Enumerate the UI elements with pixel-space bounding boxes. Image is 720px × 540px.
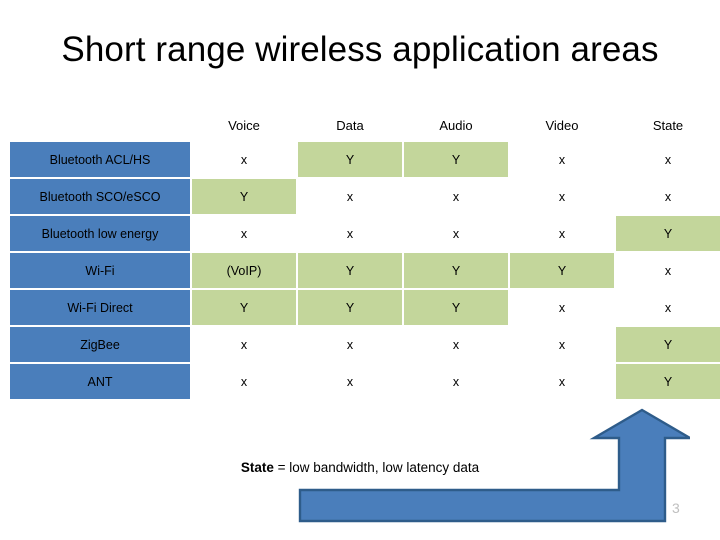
row-label-wi-fi: Wi-Fi	[10, 253, 190, 288]
cell-audio: Y	[404, 142, 508, 177]
table-corner-header	[10, 110, 190, 140]
cell-state: x	[616, 179, 720, 214]
cell-data: Y	[298, 290, 402, 325]
row-label-bluetooth-low-energy: Bluetooth low energy	[10, 216, 190, 251]
cell-voice: Y	[192, 290, 296, 325]
column-header-data: Data	[336, 117, 364, 133]
cell-data: Y	[298, 142, 402, 177]
cell-voice: x	[192, 364, 296, 399]
cell-state: x	[616, 142, 720, 177]
footnote-term: State	[240, 460, 274, 475]
table-header: Voice Data Audio Video State	[10, 110, 720, 140]
column-header-state: State	[652, 117, 684, 133]
cell-audio: x	[404, 327, 508, 362]
cell-data: x	[298, 327, 402, 362]
cell-video: x	[510, 142, 614, 177]
column-header-audio: Audio	[439, 117, 473, 133]
cell-data: x	[298, 179, 402, 214]
cell-audio: x	[404, 179, 508, 214]
row-label-bluetooth-sco-esco: Bluetooth SCO/eSCO	[10, 179, 190, 214]
cell-state: Y	[616, 364, 720, 399]
cell-voice: x	[192, 327, 296, 362]
cell-data: x	[298, 216, 402, 251]
footnote-definition: = low bandwidth, low latency data	[273, 460, 480, 475]
cell-video: x	[510, 364, 614, 399]
page-title: Short range wireless application areas	[61, 30, 659, 69]
cell-video: x	[510, 290, 614, 325]
cell-data: x	[298, 364, 402, 399]
cell-video: x	[510, 327, 614, 362]
cell-state: Y	[616, 327, 720, 362]
cell-voice: (VoIP)	[192, 253, 296, 288]
cell-video: x	[510, 179, 614, 214]
cell-state: Y	[616, 216, 720, 251]
row-label-wi-fi-direct: Wi-Fi Direct	[10, 290, 190, 325]
cell-state: x	[616, 290, 720, 325]
cell-video: x	[510, 216, 614, 251]
page-number: 3	[672, 500, 680, 516]
cell-audio: Y	[404, 253, 508, 288]
column-header-voice: Voice	[228, 117, 260, 133]
cell-video: Y	[510, 253, 614, 288]
row-label-ant: ANT	[10, 364, 190, 399]
cell-voice: x	[192, 142, 296, 177]
cell-voice: Y	[192, 179, 296, 214]
cell-voice: x	[192, 216, 296, 251]
row-label-zigbee: ZigBee	[10, 327, 190, 362]
cell-audio: x	[404, 364, 508, 399]
cell-data: Y	[298, 253, 402, 288]
row-label-bluetooth-acl-hs: Bluetooth ACL/HS	[10, 142, 190, 177]
table-header-row: Voice Data Audio Video State	[10, 110, 720, 140]
cell-audio: x	[404, 216, 508, 251]
cell-state: x	[616, 253, 720, 288]
footnote: State = low bandwidth, low latency data	[0, 460, 720, 475]
column-header-video: Video	[545, 117, 579, 133]
cell-audio: Y	[404, 290, 508, 325]
wireless-application-matrix: Voice Data Audio Video State Bluetooth A…	[8, 108, 720, 401]
